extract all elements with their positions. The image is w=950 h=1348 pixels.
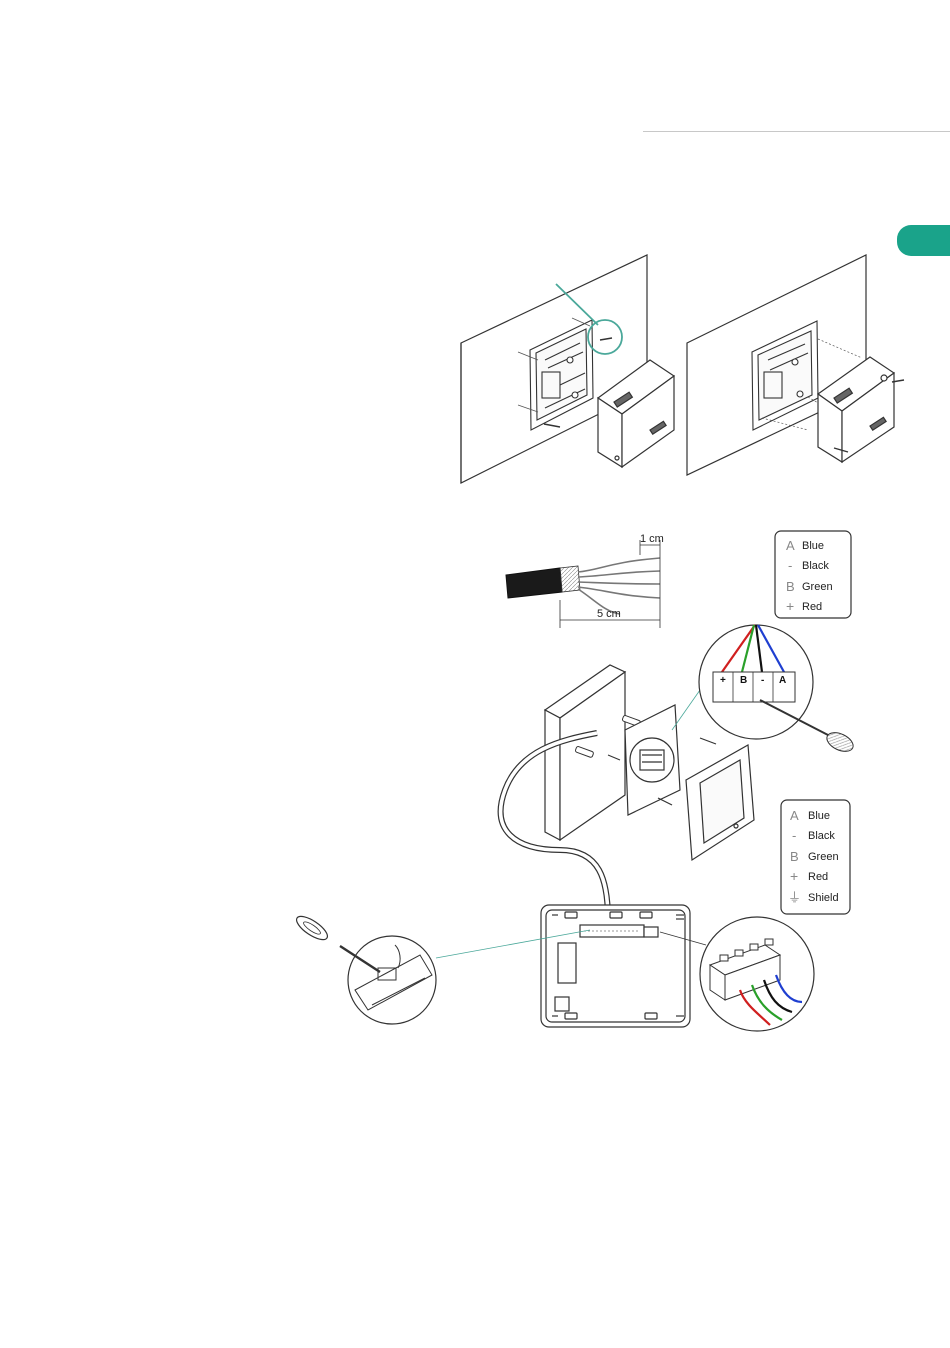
- control-board: [541, 905, 690, 1027]
- legend-label: Blue: [808, 810, 830, 822]
- legend-symbol: +: [786, 598, 794, 614]
- measure-short: 1 cm: [640, 533, 664, 545]
- cable-strip-diagram: 1 cm 5 cm: [506, 533, 664, 628]
- terminal-zoom-callout: + B - A: [672, 625, 856, 755]
- legend-label: Green: [808, 851, 839, 863]
- thermostat-front: [686, 738, 754, 860]
- ground-symbol-icon: ⏚: [788, 890, 801, 905]
- screwdriver-icon: [293, 912, 380, 972]
- wire-legend-bottom: A Blue - Black B Green + Red ⏚ Shield: [781, 800, 850, 914]
- terminal-label: +: [720, 675, 726, 686]
- terminal-label: B: [740, 675, 747, 686]
- legend-symbol: B: [786, 579, 795, 594]
- legend-label: Black: [808, 830, 835, 842]
- measure-long: 5 cm: [597, 608, 621, 620]
- legend-label: Red: [808, 871, 828, 883]
- legend-symbol: +: [790, 868, 798, 884]
- legend-label: Shield: [808, 892, 839, 904]
- legend-label: Green: [802, 581, 833, 593]
- legend-symbol: B: [790, 849, 799, 864]
- legend-label: Blue: [802, 540, 824, 552]
- legend-symbol: A: [790, 808, 799, 823]
- legend-symbol: -: [792, 828, 796, 843]
- wire-legend-top: A Blue - Black B Green + Red: [775, 531, 851, 618]
- legend-symbol: A: [786, 538, 795, 553]
- terminal-label: -: [761, 675, 764, 686]
- terminal-label: A: [779, 675, 786, 686]
- legend-symbol: -: [788, 558, 792, 573]
- legend-label: Red: [802, 601, 822, 613]
- legend-label: Black: [802, 560, 829, 572]
